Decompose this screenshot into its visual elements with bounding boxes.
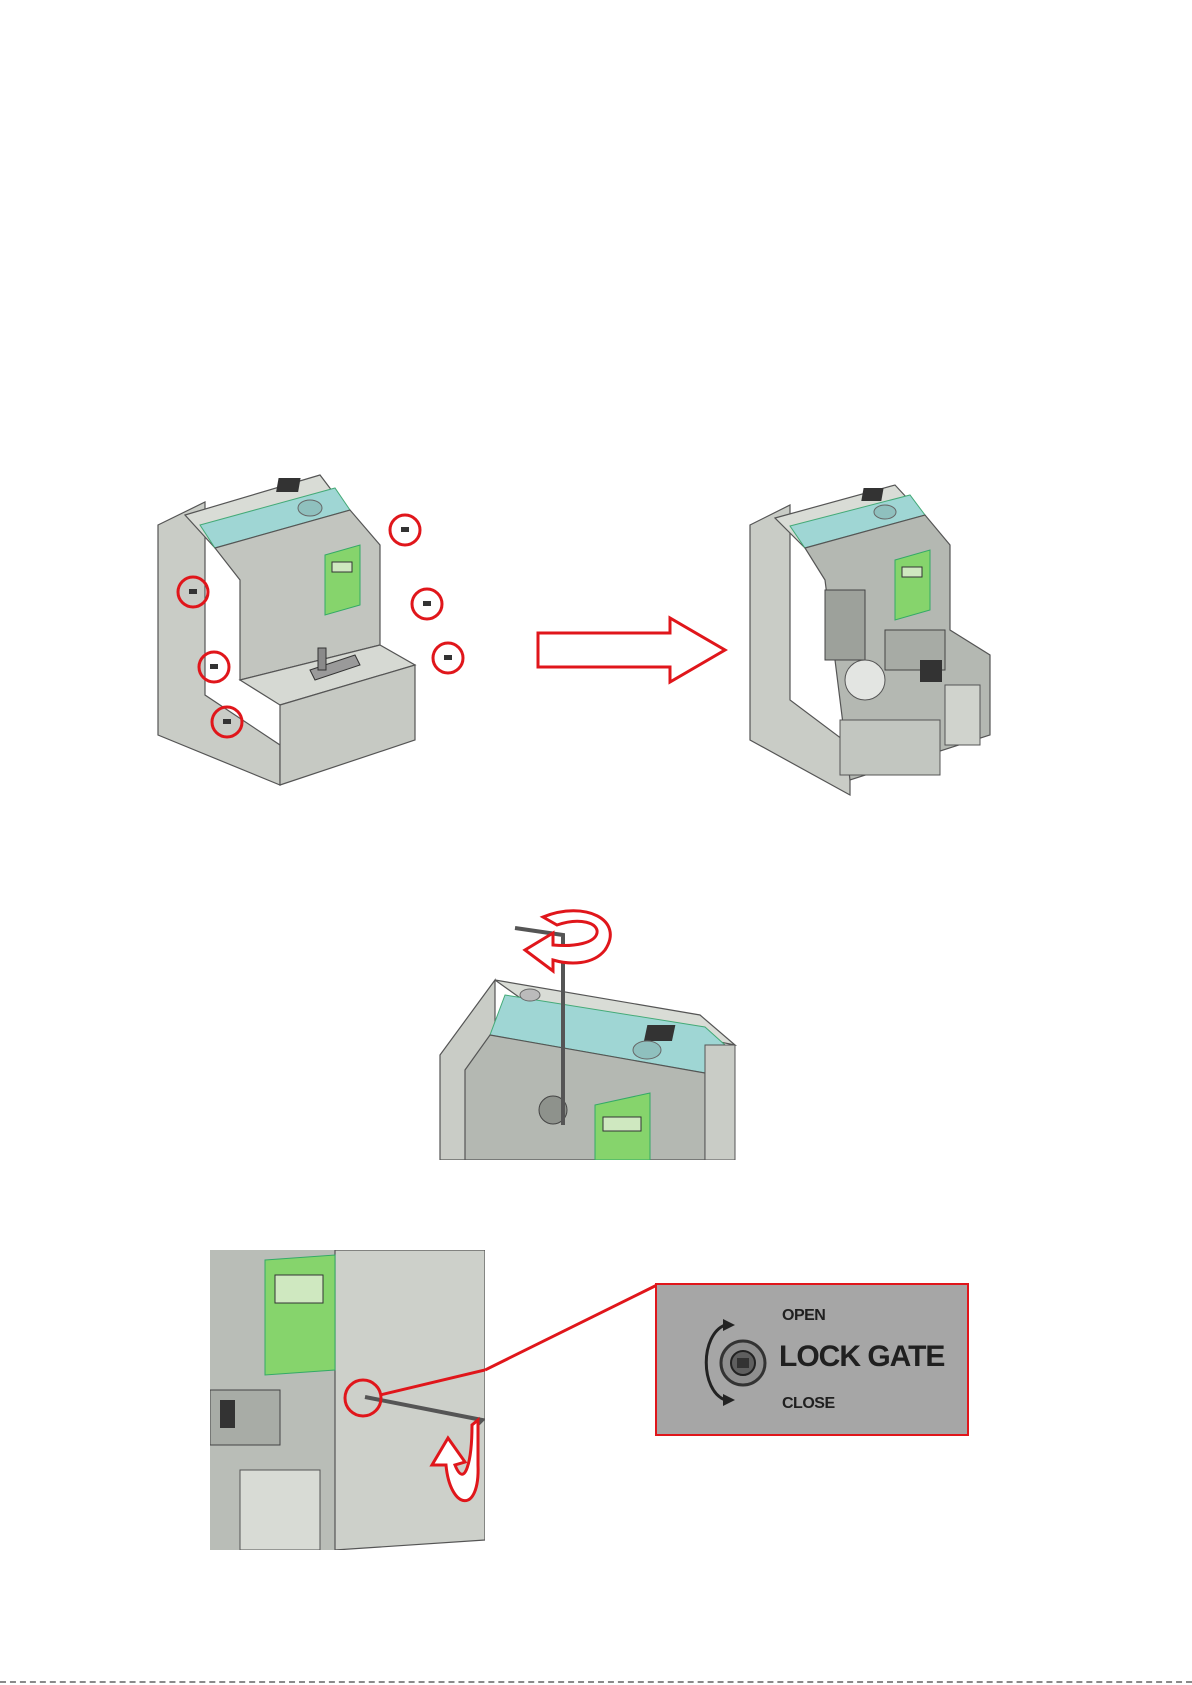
- lock-gate-drawing: [210, 1250, 485, 1550]
- hex-key-top-figure: [435, 895, 755, 1160]
- close-label: CLOSE: [782, 1395, 835, 1413]
- feeder-closed-drawing: [150, 470, 490, 805]
- lock-gate-title: LOCK GATE: [779, 1340, 944, 1374]
- feeder-open-figure: [745, 480, 1045, 805]
- lock-gate-label-panel: OPEN LOCK GATE CLOSE: [655, 1283, 969, 1436]
- feeder-open-drawing: [745, 480, 1045, 805]
- feeder-closed-figure: [150, 470, 490, 805]
- lock-dial-icon: [695, 1315, 775, 1410]
- open-label: OPEN: [782, 1307, 825, 1325]
- rotate-arrow-icon: [525, 911, 610, 971]
- leader-line: [485, 1280, 660, 1380]
- right-arrow-icon: [535, 615, 730, 685]
- hex-key-top-drawing: [435, 895, 755, 1160]
- page-bottom-divider: [0, 1681, 1192, 1683]
- lock-gate-figure: [210, 1250, 485, 1550]
